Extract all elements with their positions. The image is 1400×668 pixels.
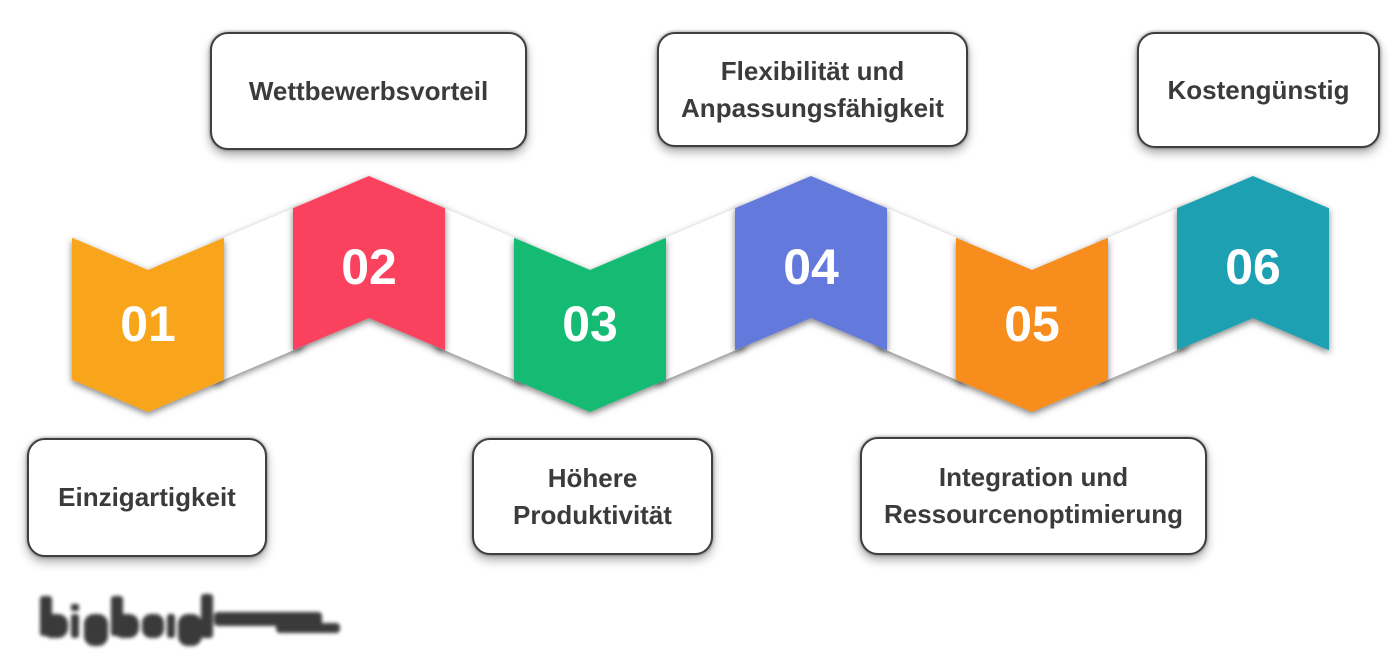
label-line: Integration und: [938, 462, 1129, 493]
ribbon-connector: [656, 204, 745, 384]
label-box-02: Wettbewerbsvorteil: [210, 32, 527, 150]
step-segment-02: [293, 176, 445, 351]
step-number-06: 06: [1225, 239, 1281, 295]
label-line: Flexibilität und: [720, 55, 905, 86]
ribbon-segments: [72, 176, 1329, 412]
step-number-02: 02: [341, 239, 397, 295]
step-number-03: 03: [562, 296, 618, 352]
ribbon-connector: [214, 204, 303, 384]
label-box-06: Kostengünstig: [1137, 32, 1380, 148]
step-segment-06: [1177, 176, 1329, 351]
ribbon-connectors: [214, 204, 1187, 384]
label-line: Höhere: [547, 462, 638, 493]
label-box-01: Einzigartigkeit: [27, 438, 267, 557]
ribbon-connector: [877, 204, 966, 384]
label-line: Produktivität: [513, 499, 672, 530]
ribbon-connector: [435, 204, 524, 384]
ribbon-numbers: 01 02 03 04 05 06: [120, 239, 1281, 352]
step-segment-05: [956, 237, 1108, 412]
logo-watermark: [40, 594, 340, 646]
step-segment-03: [514, 237, 666, 412]
ribbon-connector: [1098, 204, 1187, 384]
label-line: Kostengünstig: [1167, 74, 1350, 105]
label-line: Anpassungsfähigkeit: [681, 92, 944, 123]
label-line: Ressourcenoptimierung: [883, 499, 1184, 529]
label-line: Wettbewerbsvorteil: [248, 75, 489, 106]
step-segment-04: [735, 176, 887, 351]
label-line: Einzigartigkeit: [58, 482, 236, 513]
step-segment-01: [72, 237, 224, 412]
step-number-04: 04: [783, 239, 839, 295]
step-number-01: 01: [120, 296, 176, 352]
step-number-05: 05: [1004, 296, 1060, 352]
